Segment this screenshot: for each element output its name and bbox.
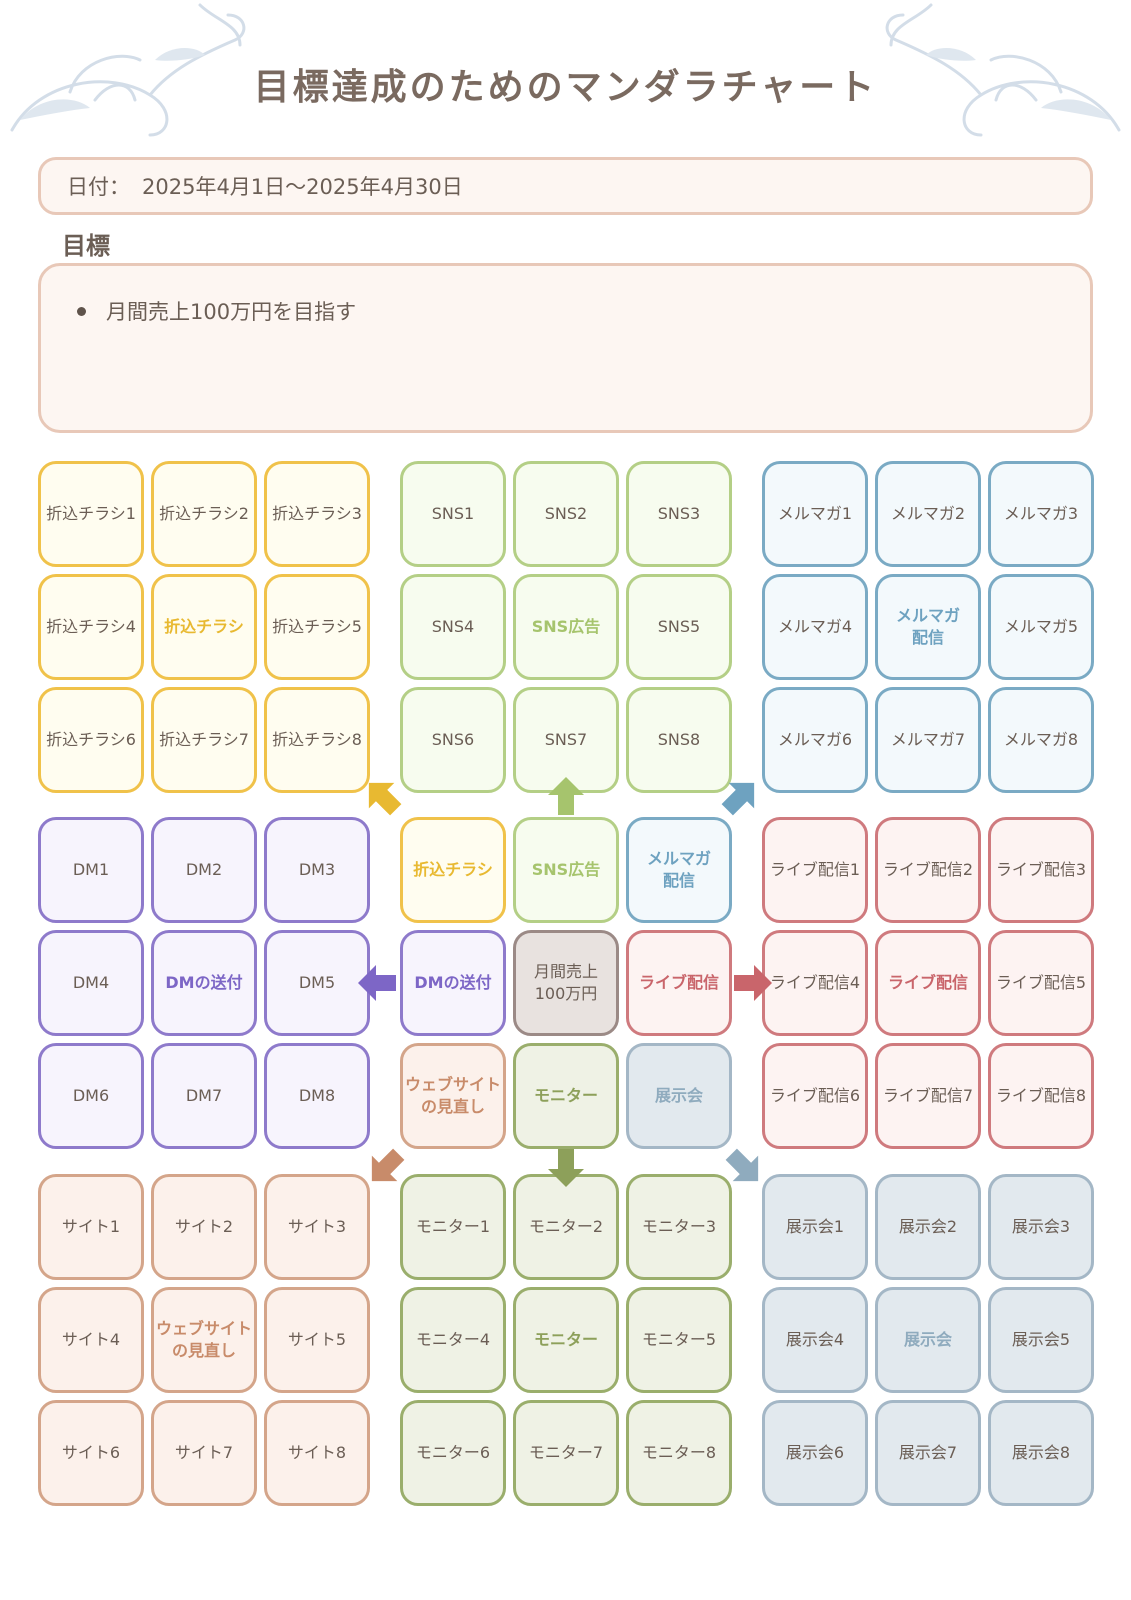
- idea-cell: メルマガ4: [762, 574, 868, 680]
- bullet-icon: [77, 306, 86, 316]
- idea-cell: メルマガ7: [875, 687, 981, 793]
- idea-cell: モニター2: [513, 1174, 619, 1280]
- idea-cell: モニター7: [513, 1400, 619, 1506]
- theme-center-slate: 展示会: [875, 1287, 981, 1393]
- idea-cell: 折込チラシ8: [264, 687, 370, 793]
- idea-cell: モニター4: [400, 1287, 506, 1393]
- idea-cell: 折込チラシ2: [151, 461, 257, 567]
- idea-cell: サイト4: [38, 1287, 144, 1393]
- date-label: 日付：: [67, 175, 130, 199]
- theme-cell-yellow: 折込チラシ: [400, 817, 506, 923]
- theme-center-purple: DMの送付: [151, 930, 257, 1036]
- idea-cell: SNS5: [626, 574, 732, 680]
- idea-cell: DM4: [38, 930, 144, 1036]
- idea-cell: 展示会8: [988, 1400, 1094, 1506]
- idea-cell: 展示会1: [762, 1174, 868, 1280]
- idea-cell: 折込チラシ4: [38, 574, 144, 680]
- idea-cell: サイト5: [264, 1287, 370, 1393]
- idea-cell: 折込チラシ3: [264, 461, 370, 567]
- goal-text: 月間売上100万円を目指す: [106, 300, 357, 324]
- idea-cell: 展示会6: [762, 1400, 868, 1506]
- date-value: 2025年4月1日～2025年4月30日: [142, 175, 463, 199]
- theme-center-yellow: 折込チラシ: [151, 574, 257, 680]
- idea-cell: モニター3: [626, 1174, 732, 1280]
- idea-cell: メルマガ8: [988, 687, 1094, 793]
- arrow-up-icon: [548, 777, 584, 815]
- idea-cell: サイト3: [264, 1174, 370, 1280]
- idea-cell: SNS6: [400, 687, 506, 793]
- idea-cell: 展示会5: [988, 1287, 1094, 1393]
- idea-cell: 展示会2: [875, 1174, 981, 1280]
- idea-cell: サイト2: [151, 1174, 257, 1280]
- idea-cell: 折込チラシ1: [38, 461, 144, 567]
- idea-cell: メルマガ3: [988, 461, 1094, 567]
- idea-cell: サイト8: [264, 1400, 370, 1506]
- theme-cell-orange: ウェブサイト の見直し: [400, 1043, 506, 1149]
- idea-cell: SNS1: [400, 461, 506, 567]
- arrow-down-icon: [548, 1149, 584, 1187]
- idea-cell: DM3: [264, 817, 370, 923]
- idea-cell: 展示会7: [875, 1400, 981, 1506]
- core-goal-cell: 月間売上 100万円: [513, 930, 619, 1036]
- idea-cell: ライブ配信5: [988, 930, 1094, 1036]
- idea-cell: DM7: [151, 1043, 257, 1149]
- arrow-right-icon: [734, 965, 772, 1001]
- theme-center-orange: ウェブサイト の見直し: [151, 1287, 257, 1393]
- arrow-down-left-icon: [371, 1148, 405, 1182]
- idea-cell: ライブ配信2: [875, 817, 981, 923]
- idea-cell: モニター8: [626, 1400, 732, 1506]
- theme-cell-slate: 展示会: [626, 1043, 732, 1149]
- idea-cell: ライブ配信3: [988, 817, 1094, 923]
- idea-cell: メルマガ6: [762, 687, 868, 793]
- theme-center-green: SNS広告: [513, 574, 619, 680]
- idea-cell: サイト6: [38, 1400, 144, 1506]
- theme-cell-green: SNS広告: [513, 817, 619, 923]
- idea-cell: ライブ配信8: [988, 1043, 1094, 1149]
- page-title: 目標達成のためのマンダラチャート: [253, 67, 878, 108]
- theme-cell-red: ライブ配信: [626, 930, 732, 1036]
- theme-center-blue: メルマガ 配信: [875, 574, 981, 680]
- idea-cell: サイト7: [151, 1400, 257, 1506]
- arrow-left-icon: [358, 965, 396, 1001]
- idea-cell: SNS4: [400, 574, 506, 680]
- theme-cell-olive: モニター: [513, 1043, 619, 1149]
- idea-cell: モニター5: [626, 1287, 732, 1393]
- arrow-up-right-icon: [721, 782, 755, 816]
- idea-cell: 折込チラシ7: [151, 687, 257, 793]
- idea-cell: モニター1: [400, 1174, 506, 1280]
- goal-item: 月間売上100万円を目指す: [77, 296, 1090, 326]
- theme-center-red: ライブ配信: [875, 930, 981, 1036]
- idea-cell: DM2: [151, 817, 257, 923]
- goal-box: 月間売上100万円を目指す: [38, 263, 1093, 433]
- idea-cell: ライブ配信6: [762, 1043, 868, 1149]
- idea-cell: メルマガ5: [988, 574, 1094, 680]
- arrow-up-left-icon: [368, 782, 402, 816]
- idea-cell: モニター6: [400, 1400, 506, 1506]
- theme-center-olive: モニター: [513, 1287, 619, 1393]
- idea-cell: サイト1: [38, 1174, 144, 1280]
- arrow-down-right-icon: [725, 1148, 759, 1182]
- swirl-ornament-left: [10, 3, 246, 137]
- idea-cell: 折込チラシ6: [38, 687, 144, 793]
- idea-cell: メルマガ2: [875, 461, 981, 567]
- idea-cell: 折込チラシ5: [264, 574, 370, 680]
- date-box: 日付： 2025年4月1日～2025年4月30日: [38, 157, 1093, 215]
- idea-cell: DM6: [38, 1043, 144, 1149]
- theme-cell-blue: メルマガ 配信: [626, 817, 732, 923]
- idea-cell: 展示会4: [762, 1287, 868, 1393]
- theme-cell-purple: DMの送付: [400, 930, 506, 1036]
- idea-cell: DM1: [38, 817, 144, 923]
- idea-cell: ライブ配信7: [875, 1043, 981, 1149]
- idea-cell: SNS2: [513, 461, 619, 567]
- idea-cell: DM8: [264, 1043, 370, 1149]
- idea-cell: SNS3: [626, 461, 732, 567]
- idea-cell: メルマガ1: [762, 461, 868, 567]
- idea-cell: SNS8: [626, 687, 732, 793]
- idea-cell: ライブ配信1: [762, 817, 868, 923]
- idea-cell: 展示会3: [988, 1174, 1094, 1280]
- swirl-ornament-right: [885, 3, 1121, 137]
- goal-heading: 目標: [62, 232, 110, 260]
